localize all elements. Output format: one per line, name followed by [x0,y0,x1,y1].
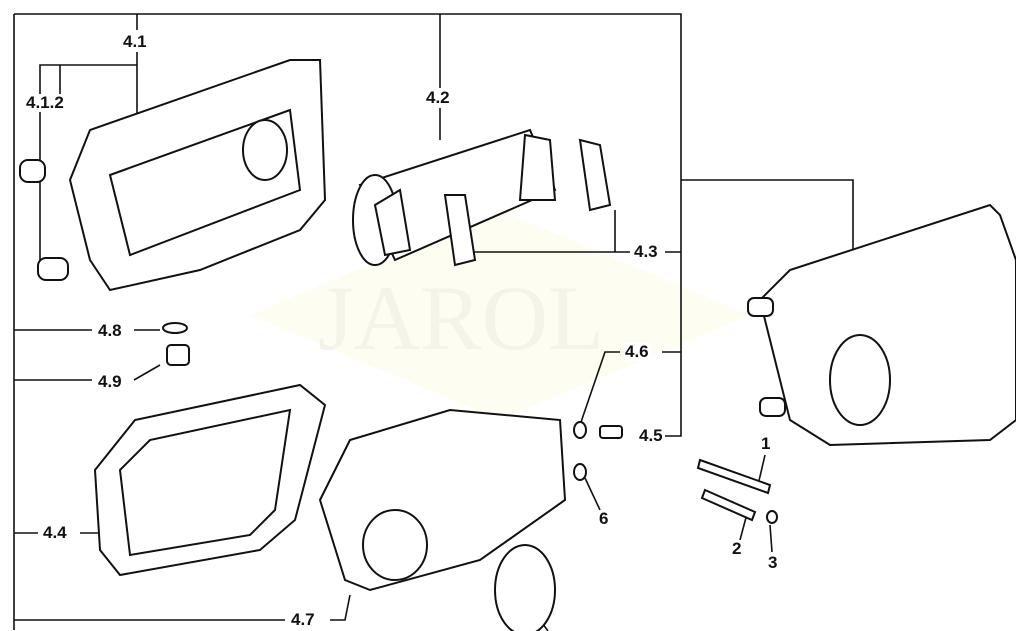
label-1: 1 [759,434,773,453]
part-cover-4-1 [68,59,327,292]
label-6: 6 [597,509,611,528]
label-4-6: 4.6 [623,342,651,361]
label-3: 3 [766,553,780,572]
part-gasket-4-4 [93,383,327,577]
label-4-9: 4.9 [96,372,124,391]
label-4-8: 4.8 [96,321,124,340]
part-gaskets-4-3 [443,138,612,267]
part-assembled-cooler [747,203,1016,447]
leader-lines [13,13,854,631]
label-4-7: 4.7 [289,610,317,629]
label-4-4: 4.4 [41,523,69,542]
label-4-1: 4.1 [121,32,149,51]
watermark-text: JAROL [318,267,605,369]
small-parts [162,322,778,631]
part-housing-4-7 [318,408,567,592]
part-pins-4-1-2 [19,159,69,281]
label-2: 2 [730,539,744,558]
label-4-2: 4.2 [424,88,452,107]
label-4-1-2: 4.1.2 [24,93,66,112]
label-4-5: 4.5 [637,426,665,445]
label-4-3: 4.3 [632,242,660,261]
